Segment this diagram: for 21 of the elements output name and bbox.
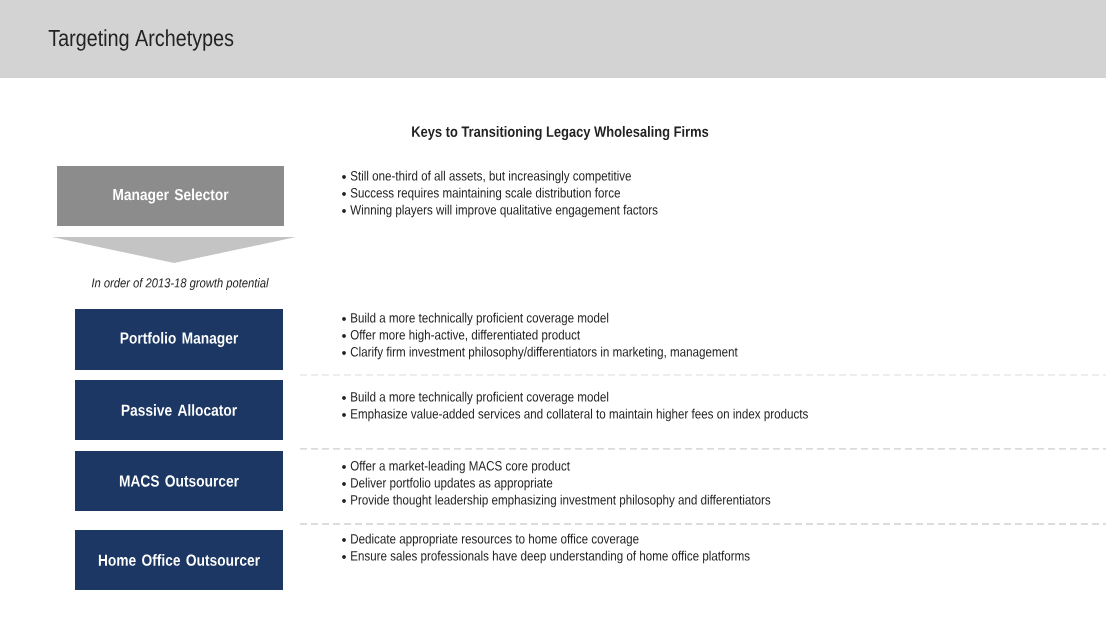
bullet-point: Build a more technically proficient coverage model bbox=[342, 312, 609, 326]
archetype-box: Manager Selector bbox=[57, 166, 284, 226]
bullet-point: Dedicate appropriate resources to home office coverage bbox=[342, 533, 639, 547]
bullet-point: Ensure sales professionals have deep understanding of home office platforms bbox=[342, 550, 750, 564]
bullet-point: Winning players will improve qualitative engagement factors bbox=[342, 204, 658, 218]
archetype-box: Home Office Outsourcer bbox=[75, 530, 283, 590]
bullet-point: Still one-third of all assets, but increasingly competitive bbox=[342, 170, 631, 184]
archetype-box: Portfolio Manager bbox=[75, 309, 283, 370]
bullet-point: Success requires maintaining scale distribution force bbox=[342, 187, 621, 201]
bullet-point: Clarify firm investment philosophy/differentiators in marketing, management bbox=[342, 346, 738, 360]
heading: Keys to Transitioning Legacy Wholesaling Firms bbox=[412, 125, 709, 141]
bullet-point: Offer a market-leading MACS core product bbox=[342, 460, 570, 474]
archetype-box: Passive Allocator bbox=[75, 380, 283, 440]
bullet-point: Provide thought leadership emphasizing investment philosophy and differentiators bbox=[342, 494, 771, 508]
title: Targeting Archetypes bbox=[48, 29, 234, 51]
note: In order of 2013-18 growth potential bbox=[91, 277, 269, 291]
bullet-point: Emphasize value-added services and collateral to maintain higher fees on index products bbox=[342, 408, 808, 422]
bullet-point: Deliver portfolio updates as appropriate bbox=[342, 477, 553, 491]
archetype-box: MACS Outsourcer bbox=[75, 451, 283, 511]
bullet-point: Offer more high-active, differentiated product bbox=[342, 329, 581, 343]
bullet-point: Build a more technically proficient coverage model bbox=[342, 391, 609, 405]
